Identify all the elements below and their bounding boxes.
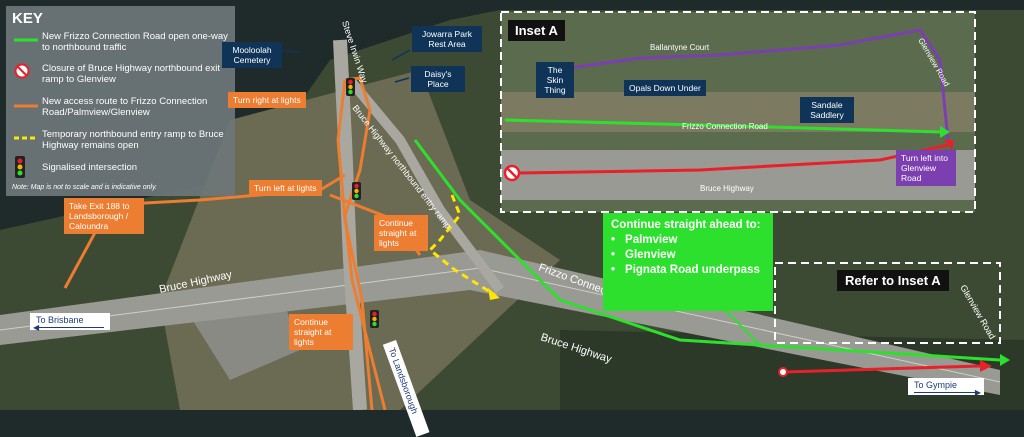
callout-item-palmview: Palmview: [611, 233, 760, 248]
continue-straight-label-2: Continue straight at lights: [289, 314, 353, 350]
daisys-place-label: Daisy's Place: [411, 66, 465, 92]
red-arrow-head: [980, 360, 992, 372]
purple-glenview-route: [569, 28, 950, 141]
inset-frizzo-label: Frizzo Connection Road: [682, 122, 768, 131]
map-canvas: Bruce Highway Bruce Highway Frizzo Conne…: [0, 0, 1024, 410]
inset-a-title: Inset A: [508, 20, 565, 41]
key-item-red: Closure of Bruce Highway northbound exit…: [42, 63, 220, 85]
callout-heading: Continue straight ahead to:: [611, 219, 761, 231]
key-item-signal: Signalised intersection: [42, 162, 138, 173]
to-gympie-box: To Gympie ▶: [908, 378, 984, 397]
key-title: KEY: [12, 10, 43, 27]
inset-a-border: [500, 11, 976, 213]
mooloolah-cemetery-label: Mooloolah Cemetery: [222, 42, 282, 68]
turn-left-label: Turn left at lights: [249, 180, 322, 196]
yellow-arrow-head: [488, 288, 500, 300]
map-key: KEY New Frizzo Connection Road open one-…: [6, 6, 235, 196]
red-closed-ramp: [784, 364, 981, 374]
continue-straight-label-1: Continue straight at lights: [374, 215, 428, 251]
key-note: Note: Map is not to scale and is indicat…: [12, 184, 158, 191]
green-frizzo-route: [413, 139, 1001, 362]
sandale-saddlery-label: Sandale Saddlery: [800, 97, 854, 123]
traffic-light-icon: [15, 156, 25, 178]
orange-line-swatch: [14, 104, 38, 108]
refer-area-border: [774, 262, 1001, 344]
traffic-light-icon: [346, 78, 355, 96]
jowarra-park-label: Jowarra Park Rest Area: [412, 26, 482, 52]
callout-item-glenview: Glenview: [611, 248, 760, 263]
yellow-dashed-swatch: [14, 136, 38, 140]
to-brisbane-label: To Brisbane: [36, 315, 84, 325]
skin-thing-label: The Skin Thing: [536, 62, 574, 98]
entry-ramp-road: [346, 76, 504, 293]
traffic-light-icon: [352, 182, 361, 200]
bruce-highway-road: [0, 250, 1000, 395]
inset-closure-icon: [503, 164, 521, 182]
exit-188-label: Take Exit 188 to Landsborough / Caloundr…: [64, 198, 144, 234]
arrow-left-icon: ◀: [33, 323, 104, 332]
key-item-yellow: Temporary northbound entry ramp to Bruce…: [42, 129, 224, 151]
green-line-swatch: [14, 38, 38, 42]
turn-left-glenview-label: Turn left into Glenview Road: [896, 150, 956, 186]
turn-right-label: Turn right at lights: [228, 92, 306, 108]
inset-bruce-label: Bruce Highway: [700, 184, 754, 193]
key-item-green: New Frizzo Connection Road open one-way …: [42, 31, 228, 53]
inset-green-route: [504, 118, 941, 134]
callout-list: Palmview Glenview Pignata Road underpass: [611, 233, 760, 278]
green-arrow-head: [1000, 354, 1010, 366]
temporary-entry-ramp-line: [427, 194, 496, 297]
continue-straight-callout: Continue straight ahead to: Palmview Gle…: [603, 213, 773, 311]
arrow-right-icon: ▶: [914, 388, 981, 397]
closure-icon: [778, 367, 788, 377]
to-gympie-label: To Gympie: [914, 380, 958, 390]
opals-down-under-label: Opals Down Under: [624, 80, 706, 96]
traffic-light-icon: [370, 310, 379, 328]
refer-inset-a: Refer to Inset A: [837, 270, 949, 291]
to-brisbane-box: To Brisbane ◀: [30, 313, 110, 332]
key-item-orange: New access route to Frizzo Connection Ro…: [42, 96, 208, 118]
no-entry-icon: [14, 63, 30, 79]
callout-item-pignata: Pignata Road underpass: [611, 263, 760, 278]
ballantyne-court-label: Ballantyne Court: [650, 43, 710, 52]
